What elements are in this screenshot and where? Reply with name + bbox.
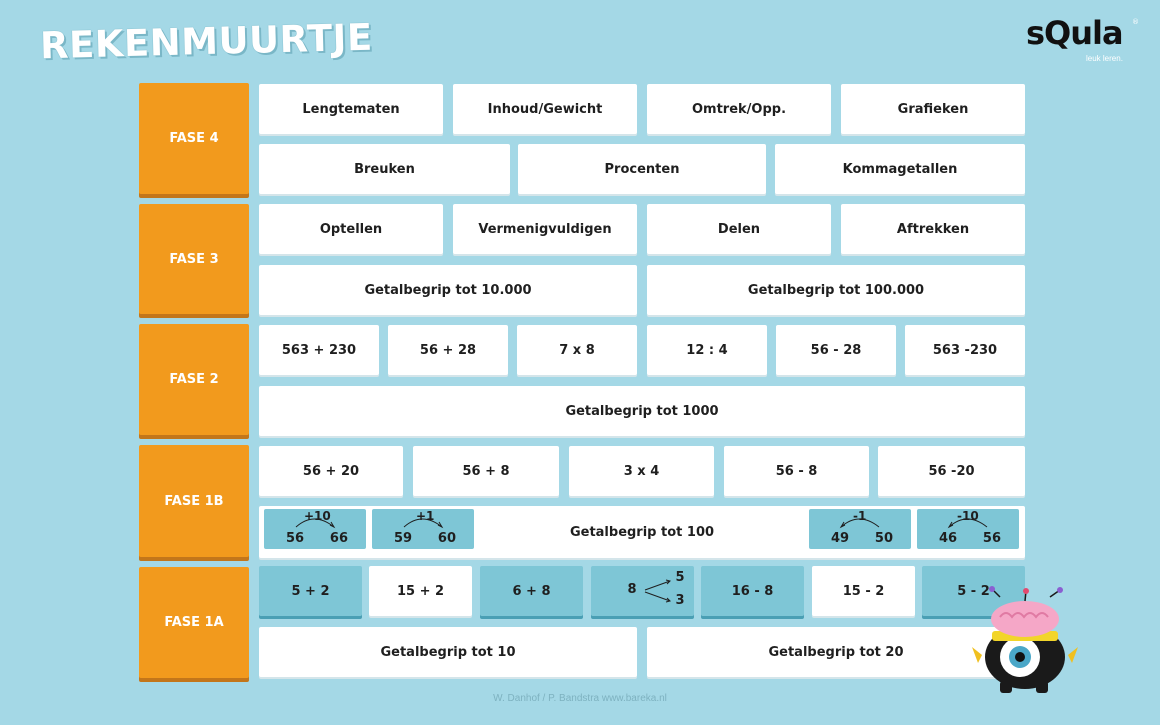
tile-6-plus-8[interactable]: 6 + 8 [480, 566, 583, 616]
tile-split-8[interactable]: 8 5 3 [591, 566, 694, 616]
tile-vermenigvuldigen[interactable]: Vermenigvuldigen [453, 204, 637, 254]
jump-step: -10 [957, 509, 979, 523]
jump-from: 59 [394, 531, 413, 546]
jump-arrow-icon [839, 518, 880, 529]
number-split: 8 5 3 [608, 570, 685, 611]
brand-tagline: leuk leren. [1086, 54, 1123, 63]
tile-15-plus-2[interactable]: 15 + 2 [369, 566, 472, 616]
tile-56-minus-20[interactable]: 56 -20 [878, 446, 1025, 496]
tile-56-plus-8[interactable]: 56 + 8 [413, 446, 559, 496]
tile-omtrek-opp[interactable]: Omtrek/Opp. [647, 84, 831, 134]
jump-arrow-icon [295, 518, 336, 529]
jump-from: 56 [286, 531, 305, 546]
tile-getalbegrip-20[interactable]: Getalbegrip tot 20 [647, 627, 1025, 677]
tile-lengtematen[interactable]: Lengtematen [259, 84, 443, 134]
phase-label-fase-1b: FASE 1B [139, 445, 249, 557]
tile-7-x-8[interactable]: 7 x 8 [517, 325, 637, 375]
getalbegrip-100-label: Getalbegrip tot 100 [569, 524, 715, 540]
tile-getalbegrip-10[interactable]: Getalbegrip tot 10 [259, 627, 637, 677]
jump-from: 46 [939, 531, 958, 546]
tile-breuken[interactable]: Breuken [259, 144, 510, 194]
phase-label-fase-4: FASE 4 [139, 83, 249, 194]
split-whole: 8 [627, 582, 637, 597]
tile-aftrekken[interactable]: Aftrekken [841, 204, 1025, 254]
tile-getalbegrip-100[interactable]: Getalbegrip tot 100 +10 56 66 +1 59 60 -… [259, 506, 1025, 558]
tile-563-minus-230[interactable]: 563 -230 [905, 325, 1025, 375]
tile-563-plus-230[interactable]: 563 + 230 [259, 325, 379, 375]
jump-to: 60 [437, 531, 456, 546]
brain-monster-mascot-icon [972, 586, 1078, 693]
tile-optellen[interactable]: Optellen [259, 204, 443, 254]
tile-56-minus-8[interactable]: 56 - 8 [724, 446, 869, 496]
jump-arrow-icon [947, 518, 988, 529]
tile-3-x-4[interactable]: 3 x 4 [569, 446, 714, 496]
tile-getalbegrip-1000[interactable]: Getalbegrip tot 1000 [259, 386, 1025, 436]
tile-getalbegrip-10000[interactable]: Getalbegrip tot 10.000 [259, 265, 637, 315]
brand-name: sQula [1026, 14, 1124, 52]
registered-mark: ® [1132, 18, 1139, 26]
tile-15-minus-2[interactable]: 15 - 2 [812, 566, 915, 616]
tile-56-plus-28[interactable]: 56 + 28 [388, 325, 508, 375]
jump-from: 49 [831, 531, 850, 546]
tile-16-minus-8[interactable]: 16 - 8 [701, 566, 804, 616]
jump-arrow-icon [403, 518, 444, 529]
phase-label-fase-2: FASE 2 [139, 324, 249, 435]
tile-5-plus-2[interactable]: 5 + 2 [259, 566, 362, 616]
jump-to: 66 [329, 531, 348, 546]
tile-12-div-4[interactable]: 12 : 4 [647, 325, 767, 375]
number-jump-plus-10[interactable]: +10 56 66 [264, 509, 366, 549]
credit-footer: W. Danhof / P. Bandstra www.bareka.nl [493, 693, 667, 704]
phase-label-fase-1a: FASE 1A [139, 567, 249, 678]
split-bottom: 3 [675, 593, 685, 608]
split-top: 5 [675, 570, 685, 585]
squla-logo[interactable]: sQula ® leuk leren. [1026, 14, 1139, 64]
tile-procenten[interactable]: Procenten [518, 144, 766, 194]
tile-grafieken[interactable]: Grafieken [841, 84, 1025, 134]
page-title: REKENMUURTJE [39, 15, 374, 68]
number-jump-minus-1[interactable]: -1 49 50 [809, 509, 911, 549]
number-jump-plus-1[interactable]: +1 59 60 [372, 509, 474, 549]
jump-step: +10 [304, 509, 331, 523]
jump-to: 56 [982, 531, 1001, 546]
jump-to: 50 [874, 531, 893, 546]
jump-step: +1 [416, 509, 435, 523]
tile-getalbegrip-100000[interactable]: Getalbegrip tot 100.000 [647, 265, 1025, 315]
tile-kommagetallen[interactable]: Kommagetallen [775, 144, 1025, 194]
split-arrows-icon [644, 579, 671, 603]
jump-step: -1 [853, 509, 867, 523]
tile-56-minus-28[interactable]: 56 - 28 [776, 325, 896, 375]
tile-inhoud-gewicht[interactable]: Inhoud/Gewicht [453, 84, 637, 134]
phase-label-fase-3: FASE 3 [139, 204, 249, 314]
tile-56-plus-20[interactable]: 56 + 20 [259, 446, 403, 496]
tile-delen[interactable]: Delen [647, 204, 831, 254]
number-jump-minus-10[interactable]: -10 46 56 [917, 509, 1019, 549]
